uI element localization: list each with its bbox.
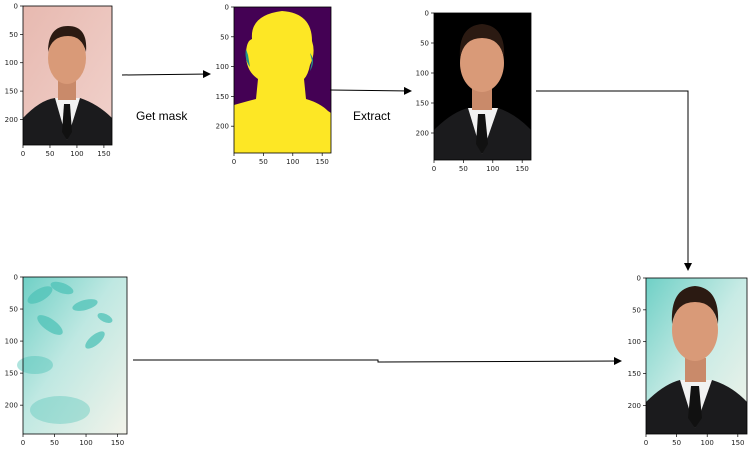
x-tick-label: 150 — [515, 165, 528, 173]
y-tick-label: 200 — [416, 130, 429, 138]
x-tick-label: 150 — [111, 439, 124, 447]
original-photo-plot: 0 50 100 150 0 50 100 150 200 — [5, 3, 113, 158]
x-tick-label: 150 — [315, 158, 328, 166]
mask-foreground — [234, 11, 331, 153]
y-tick-label: 50 — [9, 31, 18, 39]
x-tick-label: 100 — [286, 158, 299, 166]
y-tick-label: 0 — [425, 10, 429, 18]
background-panel: 0 50 100 150 0 50 100 150 200 — [0, 270, 130, 450]
y-tick-label: 100 — [5, 338, 18, 346]
y-tick-label: 200 — [5, 402, 18, 410]
y-tick-label: 50 — [420, 40, 429, 48]
x-tick-label: 0 — [644, 439, 648, 447]
person-figure — [23, 26, 112, 145]
x-tick-label: 100 — [486, 165, 499, 173]
mask-edge-left — [245, 49, 250, 67]
y-tick-label: 200 — [5, 116, 18, 124]
background-plot: 0 50 100 150 0 50 100 150 200 — [5, 274, 128, 447]
mask-panel: 0 50 100 150 0 50 100 150 200 — [212, 1, 337, 166]
x-tick-label: 50 — [259, 158, 268, 166]
extract-label: Extract — [353, 109, 391, 123]
y-tick-label: 0 — [14, 274, 18, 282]
x-tick-label: 0 — [21, 439, 25, 447]
y-tick-label: 150 — [216, 93, 229, 101]
y-tick-label: 100 — [5, 59, 18, 67]
arrow-to-composite — [536, 90, 692, 271]
x-tick-label: 150 — [731, 439, 744, 447]
x-tick-label: 50 — [672, 439, 681, 447]
extracted-person-plot: 0 50 100 150 0 50 100 150 200 — [416, 10, 532, 173]
arrow-background-to-composite — [133, 357, 622, 366]
extracted-person-panel: 0 50 100 150 0 50 100 150 200 — [412, 8, 537, 173]
y-tick-label: 100 — [216, 63, 229, 71]
mask-edge-right — [310, 53, 313, 71]
x-tick-label: 0 — [232, 158, 236, 166]
y-tick-label: 200 — [628, 402, 641, 410]
arrow-extract — [329, 86, 412, 95]
arrow-get-mask — [121, 70, 211, 79]
person-figure — [646, 286, 747, 434]
x-tick-label: 50 — [459, 165, 468, 173]
composite-plot: 0 50 100 150 0 50 100 150 200 — [628, 275, 748, 447]
x-tick-label: 100 — [70, 150, 83, 158]
y-tick-label: 100 — [416, 70, 429, 78]
x-tick-label: 150 — [97, 150, 110, 158]
x-tick-label: 50 — [50, 439, 59, 447]
y-tick-label: 0 — [225, 4, 229, 12]
x-tick-label: 100 — [701, 439, 714, 447]
y-tick-label: 150 — [5, 88, 18, 96]
leaf-shapes — [17, 281, 113, 424]
x-tick-label: 100 — [79, 439, 92, 447]
y-tick-label: 150 — [416, 100, 429, 108]
y-tick-label: 150 — [5, 370, 18, 378]
y-tick-label: 50 — [9, 306, 18, 314]
mask-plot: 0 50 100 150 0 50 100 150 200 — [216, 4, 332, 166]
y-tick-label: 200 — [216, 123, 229, 131]
leaf-image — [23, 277, 127, 434]
person-figure — [434, 24, 531, 160]
x-tick-label: 50 — [46, 150, 55, 158]
y-tick-label: 100 — [628, 338, 641, 346]
get-mask-label: Get mask — [136, 109, 188, 123]
original-photo-panel: 0 50 100 150 0 50 100 150 200 — [0, 0, 120, 160]
x-tick-label: 0 — [432, 165, 436, 173]
composite-panel: 0 50 100 150 0 50 100 150 200 — [622, 272, 752, 452]
y-tick-label: 50 — [632, 306, 641, 314]
x-tick-label: 0 — [21, 150, 25, 158]
y-tick-label: 50 — [220, 33, 229, 41]
y-tick-label: 0 — [14, 3, 18, 11]
y-tick-label: 150 — [628, 370, 641, 378]
y-tick-label: 0 — [637, 275, 641, 283]
